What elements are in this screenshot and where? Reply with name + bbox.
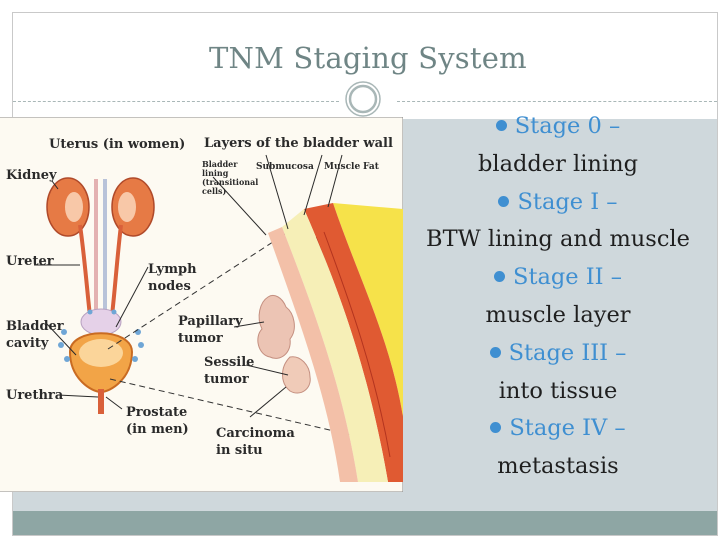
label-fat: Fat xyxy=(363,162,380,172)
stage-2-heading: Stage II – xyxy=(410,259,706,297)
ring-ornament-icon xyxy=(345,81,381,117)
stage-4-heading: Stage IV – xyxy=(410,410,706,448)
label-papillary-2: tumor xyxy=(178,331,223,346)
label-bladder-cavity-2: cavity xyxy=(6,336,49,351)
title-divider-right xyxy=(397,101,717,102)
sessile-tumor-shape xyxy=(282,356,311,394)
stage-list: Stage 0 – bladder lining Stage I – BTW l… xyxy=(410,108,706,486)
slide-title: TNM Staging System xyxy=(209,41,527,75)
wall-lining xyxy=(268,227,358,482)
label-papillary-1: Papillary xyxy=(178,314,243,329)
label-prostate-1: Prostate xyxy=(126,405,187,420)
bullet-icon xyxy=(490,422,502,434)
bullet-icon xyxy=(495,120,507,131)
stage-0-detail: bladder lining xyxy=(477,150,639,177)
wall-submucosa xyxy=(282,209,388,482)
label-carcinoma-2: in situ xyxy=(216,443,263,458)
label-bladder-lining-1: Bladder xyxy=(202,159,238,169)
wall-fat xyxy=(333,203,403,417)
stage-3-detail: into tissue xyxy=(498,377,618,404)
label-bladder-lining-4: cells) xyxy=(202,186,227,196)
label-bladder-lining-2: lining xyxy=(202,168,229,178)
label-sessile-1: Sessile xyxy=(204,355,254,370)
bladder-anatomy-diagram: Uterus (in women) Layers of the bladder … xyxy=(0,117,403,492)
stage-0-heading: Stage 0 – xyxy=(410,108,706,146)
label-carcinoma-1: Carcinoma xyxy=(216,426,295,441)
stage-1-detail: BTW lining and muscle xyxy=(426,226,690,253)
label-bladder-cavity-1: Bladder xyxy=(6,319,64,334)
footer-band xyxy=(13,511,717,535)
label-lymph-2: nodes xyxy=(148,279,191,294)
label-submucosa: Submucosa xyxy=(256,162,314,172)
bullet-icon xyxy=(498,195,510,207)
stage-3-heading: Stage III – xyxy=(410,335,706,373)
label-bladder-lining-3: (transitional xyxy=(202,177,258,187)
title-divider-left xyxy=(13,101,339,102)
stage-2-detail: muscle layer xyxy=(485,301,631,328)
label-prostate-2: (in men) xyxy=(126,422,189,437)
label-kidney: Kidney xyxy=(6,168,57,183)
label-lymph-1: Lymph xyxy=(148,262,197,277)
bullet-icon xyxy=(489,346,501,358)
label-uterus: Uterus (in women) xyxy=(49,137,185,152)
label-layers-title: Layers of the bladder wall xyxy=(204,136,393,151)
label-urethra: Urethra xyxy=(6,388,64,403)
label-muscle: Muscle xyxy=(324,162,360,172)
stage-4-detail: metastasis xyxy=(497,453,619,480)
papillary-tumor-shape xyxy=(257,294,295,359)
bullet-icon xyxy=(494,271,506,283)
label-ureter: Ureter xyxy=(6,254,54,269)
label-sessile-2: tumor xyxy=(204,372,249,387)
wall-muscle xyxy=(304,203,403,482)
stage-1-heading: Stage I – xyxy=(410,184,706,222)
